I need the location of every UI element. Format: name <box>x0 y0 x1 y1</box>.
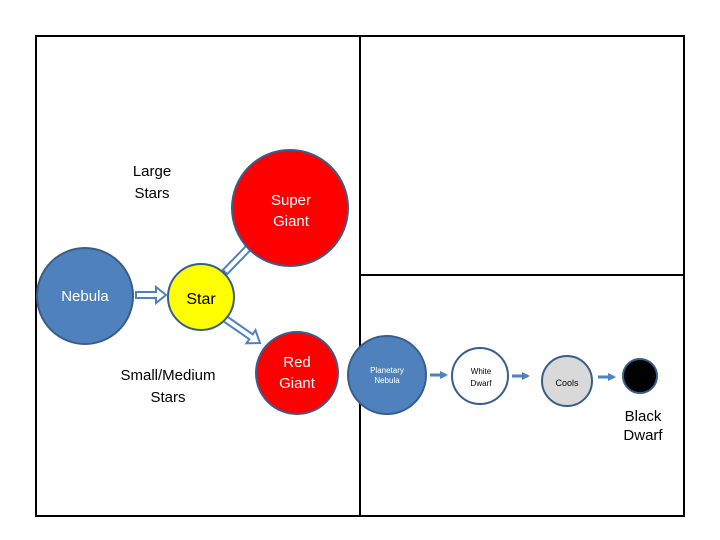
white-dwarf-node <box>451 347 509 405</box>
super-giant-node <box>231 149 349 267</box>
label-line: Super <box>271 192 311 209</box>
label-line: Small/Medium <box>120 367 215 384</box>
arrow-nebula-to-star <box>135 284 168 306</box>
nebula-label: Nebula <box>61 288 109 305</box>
cools-label: Cools <box>555 378 579 388</box>
arrow-star-to-red-giant <box>220 314 262 345</box>
black-dwarf-node <box>622 358 658 394</box>
label-line: Star <box>186 291 216 308</box>
label-line: Black <box>625 408 662 425</box>
label-line: Red <box>283 354 311 371</box>
cools-node <box>541 355 593 407</box>
red-giant-node <box>255 331 339 415</box>
label-line: Nebula <box>61 288 109 305</box>
label-line: Dwarf <box>471 379 493 388</box>
label-line: Stars <box>150 389 185 406</box>
label-line: Large <box>133 163 171 180</box>
label-line: Cools <box>555 378 579 388</box>
label-line: Stars <box>134 185 169 202</box>
star-label: Star <box>186 291 216 308</box>
label-line: Nebula <box>374 376 400 385</box>
label-line: Giant <box>273 213 310 230</box>
label-line: Planetary <box>370 366 404 375</box>
planetary-nebula-node <box>347 335 427 415</box>
label-line: Giant <box>279 375 316 392</box>
label-line: White <box>471 367 492 376</box>
nebula-node <box>36 247 134 345</box>
star-node <box>167 263 235 331</box>
label-line: Dwarf <box>623 427 663 444</box>
